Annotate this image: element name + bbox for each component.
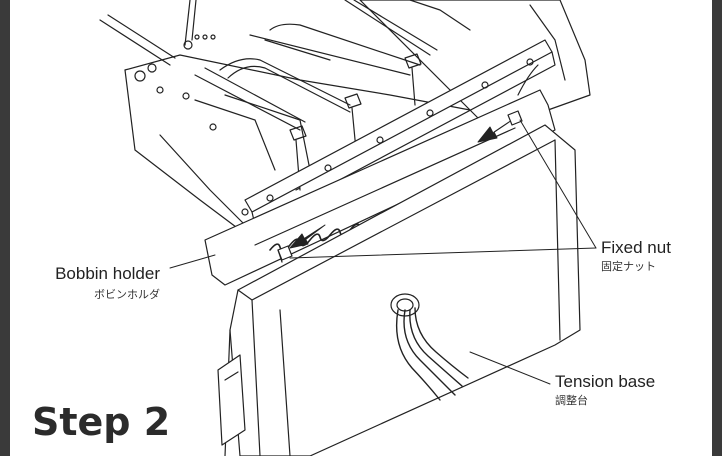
tension-base-label-en: Tension base <box>555 372 656 391</box>
right-border <box>712 0 722 456</box>
tension-rods <box>99 0 438 191</box>
direction-arrows <box>289 117 516 249</box>
tension-base-label-ja: 調整台 <box>555 395 588 407</box>
fixed-nut-left <box>277 245 293 263</box>
left-border <box>0 0 10 456</box>
bobbin-holder-label-ja: ボビンホルダ <box>94 289 160 301</box>
bobbin-holder-label: Bobbin holder ボビンホルダ <box>34 264 160 302</box>
tension-base-label: Tension base 調整台 <box>555 372 655 408</box>
fixed-nut-right <box>507 64 539 126</box>
bobbin-holder-label-en: Bobbin holder <box>55 264 160 283</box>
step-title: Step 2 <box>32 400 171 444</box>
fixed-nut-label-ja: 固定ナット <box>601 261 656 273</box>
fixed-nut-label-en: Fixed nut <box>601 238 671 257</box>
fixed-nut-label: Fixed nut 固定ナット <box>601 238 671 274</box>
leader-lines <box>169 119 597 385</box>
tension-base-box <box>217 124 581 456</box>
